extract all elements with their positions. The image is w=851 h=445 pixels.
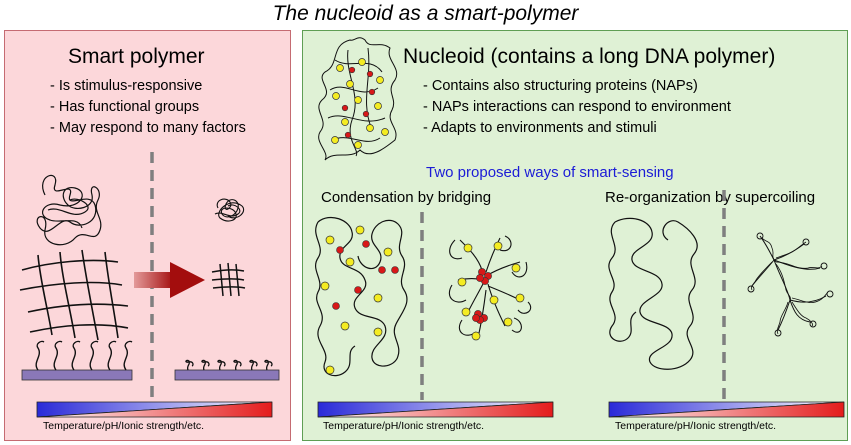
bridging-scale-label: Temperature/pH/Ionic strength/etc. bbox=[323, 420, 485, 432]
bridging-open-chromosome bbox=[315, 217, 408, 377]
left-transition-arrow bbox=[134, 262, 205, 298]
nucleoid-bullet-3: Adapts to environments and stimuli bbox=[423, 118, 731, 139]
left-substrate-extended bbox=[21, 340, 133, 381]
nucleoid-heading: Nucleoid (contains a long DNA polymer) bbox=[403, 45, 776, 68]
left-substrate-collapsed bbox=[174, 359, 280, 381]
left-expanded-mesh bbox=[19, 249, 129, 341]
nucleoid-bullet-1: Contains also structuring proteins (NAPs… bbox=[423, 76, 731, 97]
left-expanded-coil bbox=[36, 174, 102, 246]
smart-polymer-bullet-2: Has functional groups bbox=[50, 97, 246, 118]
smart-polymer-bullet-3: May respond to many factors bbox=[50, 118, 246, 139]
bridging-stimulus-gradient bbox=[317, 401, 554, 418]
smart-polymer-heading: Smart polymer bbox=[68, 45, 205, 68]
supercoiling-scale-label: Temperature/pH/Ionic strength/etc. bbox=[615, 420, 777, 432]
bridging-title: Condensation by bridging bbox=[321, 189, 492, 206]
smart-polymer-bullet-1: Is stimulus-responsive bbox=[50, 76, 246, 97]
left-compact-mesh bbox=[211, 262, 246, 297]
smart-polymer-bullets: Is stimulus-responsive Has functional gr… bbox=[50, 76, 246, 139]
nucleoid-bullets: Contains also structuring proteins (NAPs… bbox=[423, 76, 731, 139]
bridging-condensed-chromosome bbox=[448, 235, 532, 341]
supercoiling-relaxed-chromosome bbox=[608, 217, 698, 370]
left-stimulus-gradient bbox=[36, 401, 273, 418]
proposal-title: Two proposed ways of smart-sensing bbox=[426, 164, 674, 181]
left-scale-label: Temperature/pH/Ionic strength/etc. bbox=[43, 420, 205, 432]
supercoiling-title: Re-organization by supercoiling bbox=[605, 189, 816, 206]
left-compact-coil bbox=[214, 198, 245, 222]
supercoiling-plectonemic-chromosome bbox=[747, 232, 834, 337]
figure-title: The nucleoid as a smart-polymer bbox=[272, 2, 579, 25]
supercoiling-stimulus-gradient bbox=[608, 401, 845, 418]
nucleoid-cartoon bbox=[318, 37, 398, 161]
nucleoid-bullet-2: NAPs interactions can respond to environ… bbox=[423, 97, 731, 118]
